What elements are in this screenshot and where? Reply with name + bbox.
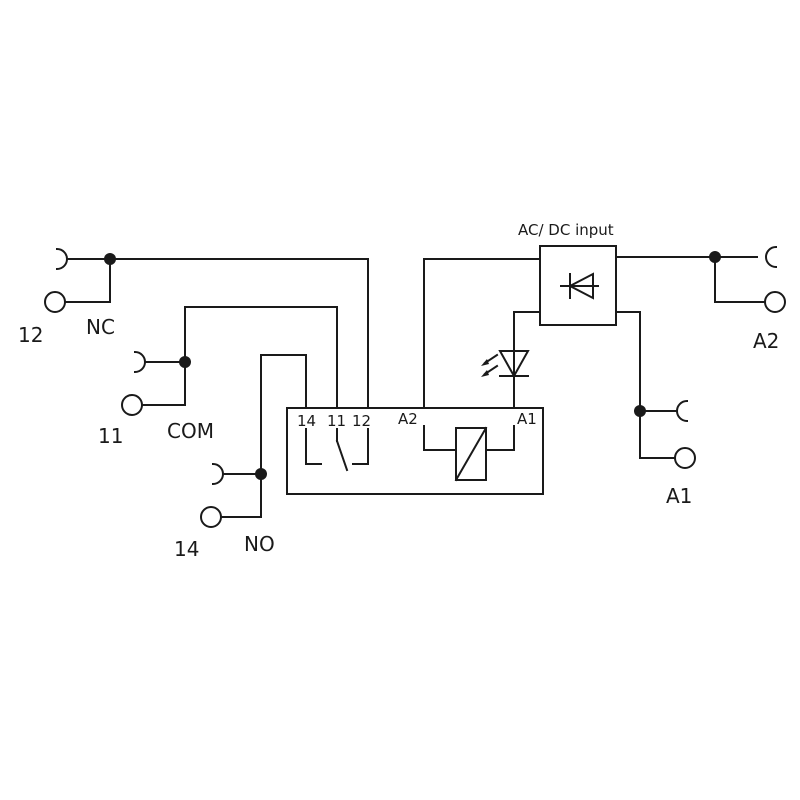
a1-connector-socket-icon [676,399,689,423]
relay-module-outline [286,407,544,495]
com-terminal-name: COM [167,419,214,443]
a1-screw-terminal-icon [674,447,696,469]
nc-screw-terminal-icon [44,291,66,313]
no-screw-terminal-icon [200,506,222,528]
coil-a1-wire [485,425,515,451]
led-feed-wire [513,311,541,409]
nc-junction-dot [104,253,116,265]
no-terminal-name: NO [244,532,275,556]
a1-junction-dot [634,405,646,417]
com-junction-dot [179,356,191,368]
com-connector-socket-icon [133,350,146,374]
nc-terminal-name: NC [86,315,115,339]
no-terminal-group: 14 NO [174,354,307,561]
coil-a2-wire [423,425,457,451]
no-connector-socket-icon [211,462,224,486]
com-terminal-number: 11 [98,424,123,448]
module-pin-11-label: 11 [327,412,346,430]
no-terminal-number: 14 [174,537,199,561]
a2-screw-terminal-icon [764,291,786,313]
bridge-rectifier-icon [539,245,617,326]
nc-terminal-number: 12 [18,323,43,347]
module-pin-14-label: 14 [297,412,316,430]
a2-terminal-label: A2 [753,329,779,353]
nc-connector-socket-icon [55,247,68,271]
a1-terminal-label: A1 [666,484,692,508]
a2-connector-socket-icon [765,245,778,269]
nc-terminal-group: 12 NC [18,247,369,409]
input-header-label: AC/ DC input [518,221,614,239]
com-terminal-group: 11 COM [98,306,338,448]
relay-module: 14 11 12 A2 A1 [286,407,544,495]
com-screw-terminal-icon [121,394,143,416]
changeover-contact-icon [305,428,369,472]
a2-junction-dot [709,251,721,263]
module-pin-12-label: 12 [352,412,371,430]
no-junction-dot [255,468,267,480]
module-pin-a1-label: A1 [517,410,537,428]
module-pin-a2-label: A2 [398,410,418,428]
a1-internal-wire [615,311,675,459]
led-indicator-icon [481,350,530,379]
relay-coil-icon [454,426,488,482]
input-circuit: A2 A1 [423,245,786,508]
